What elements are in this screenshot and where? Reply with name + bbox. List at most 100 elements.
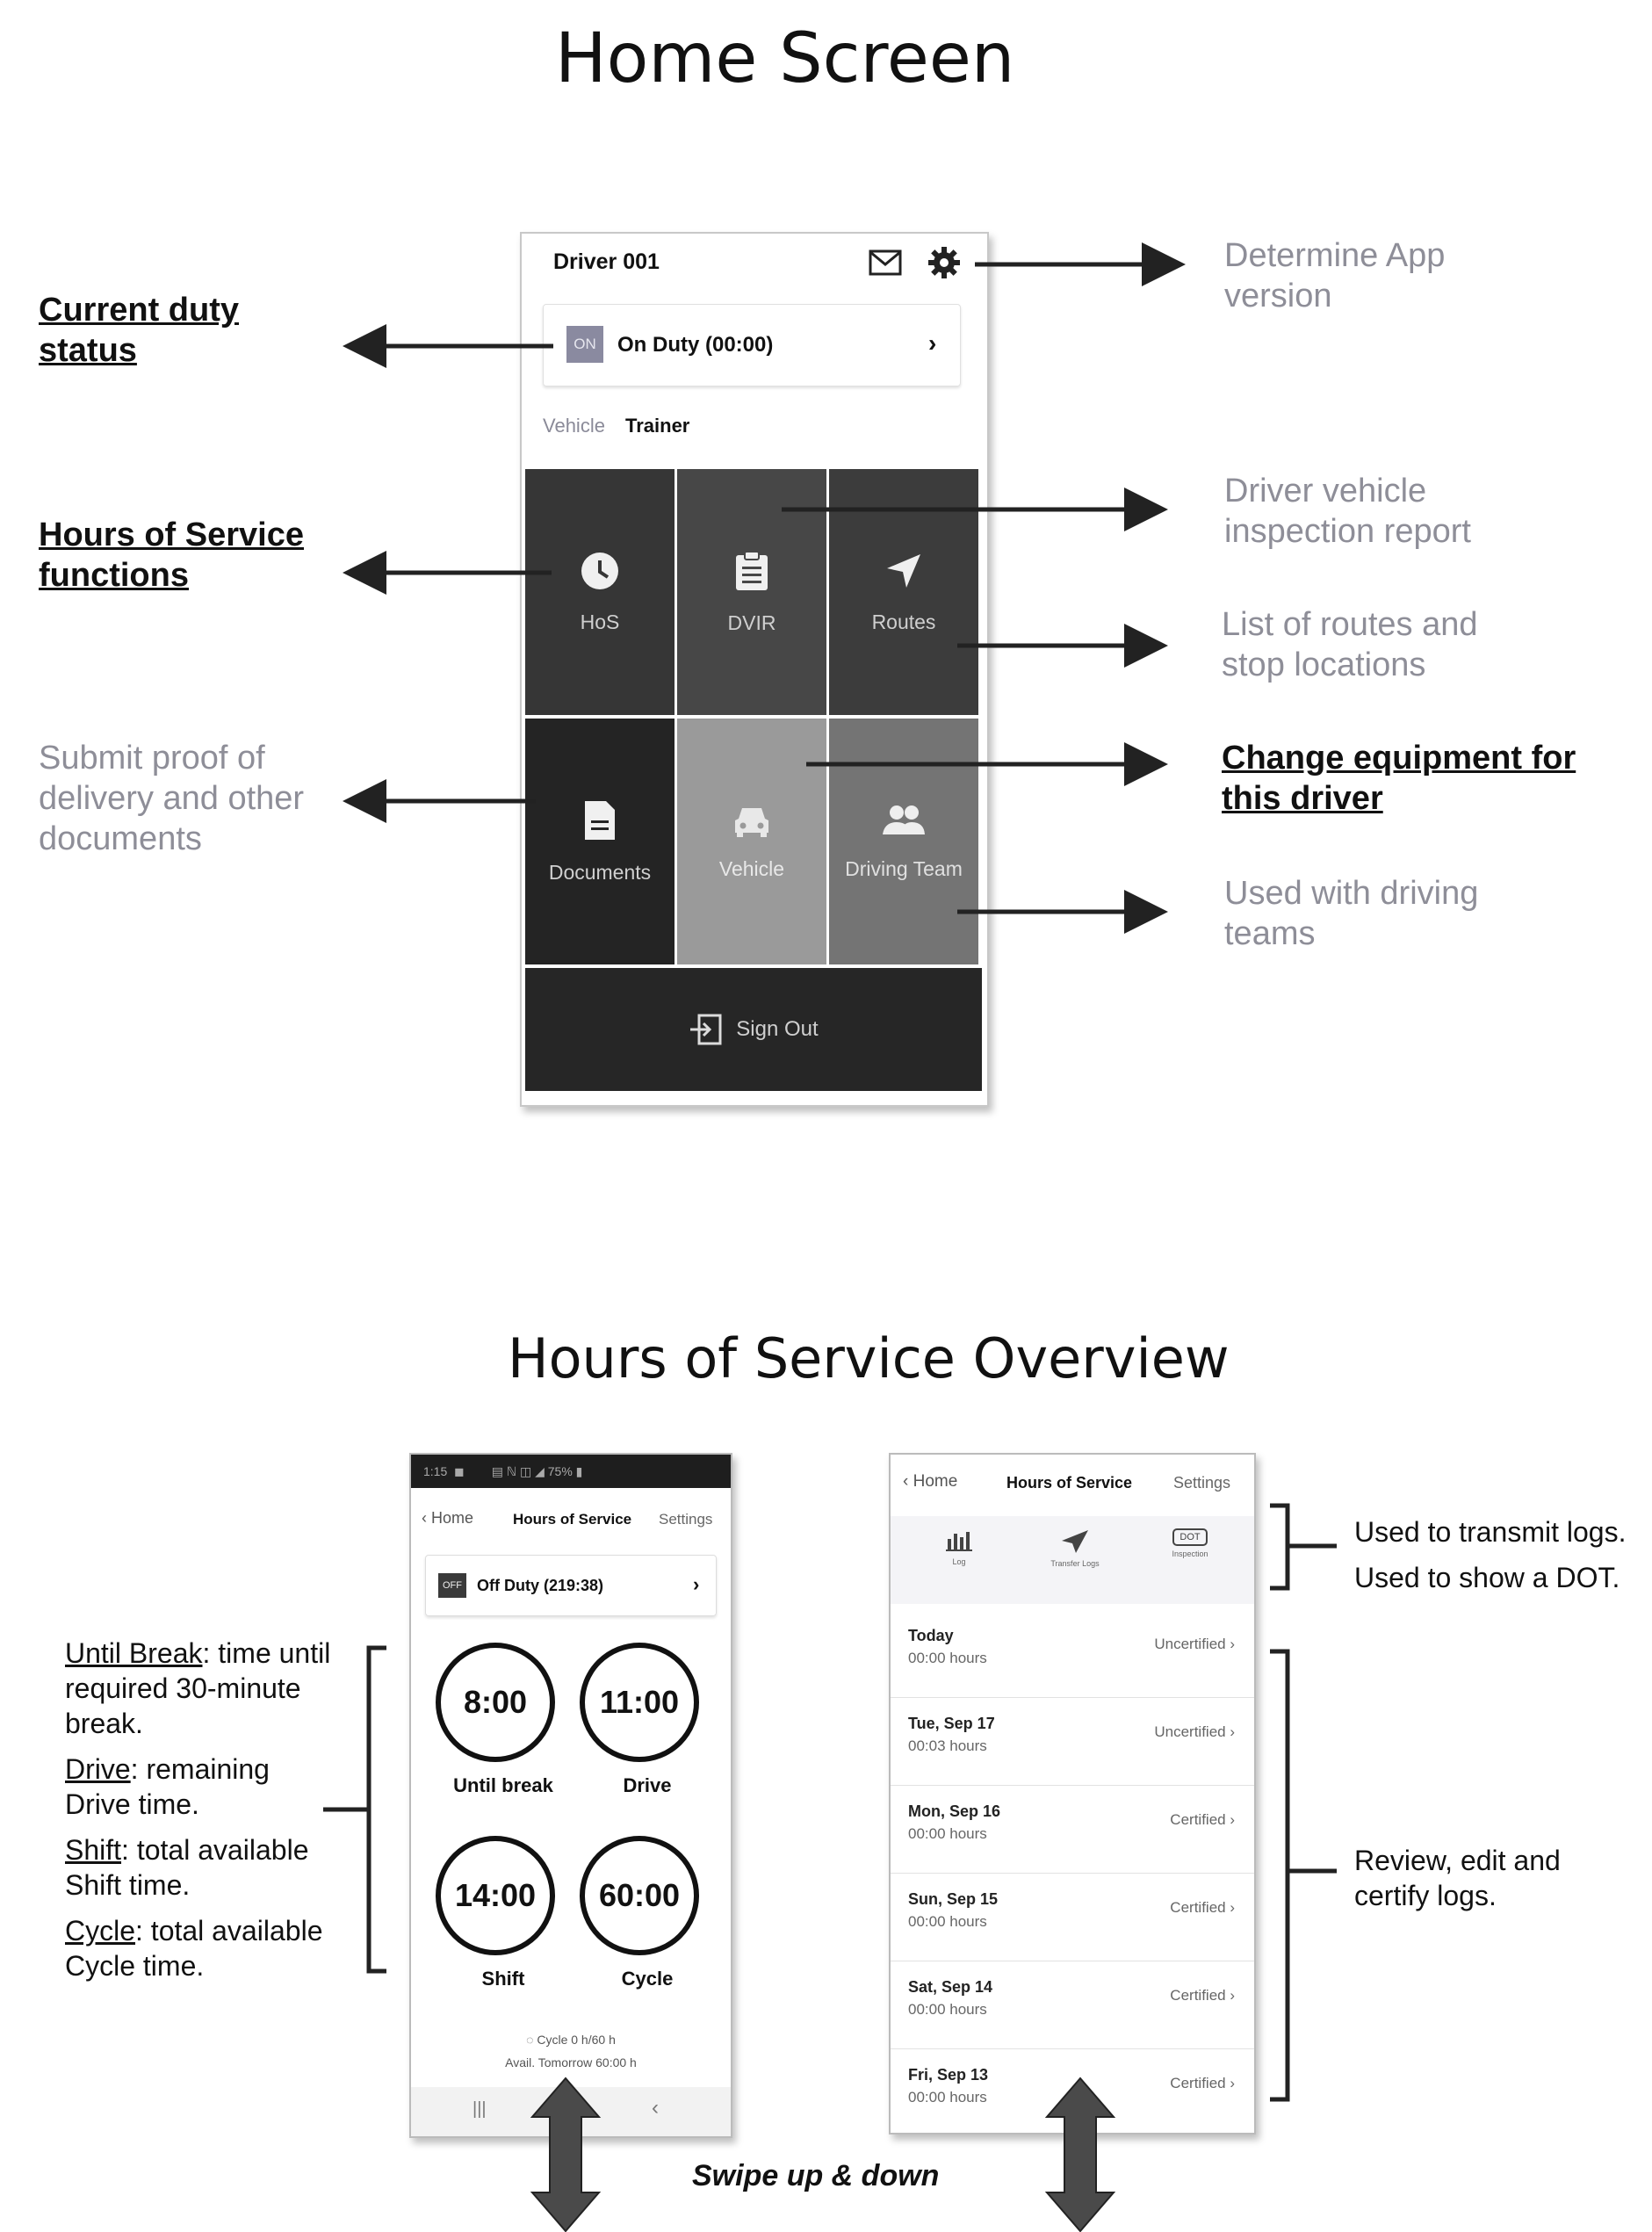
log-status: Certified › [1170, 1811, 1235, 1828]
log-status: Uncertified › [1154, 1723, 1235, 1740]
log-hours: 00:00 hours [908, 1650, 987, 1666]
tile-hos[interactable]: HoS [525, 469, 675, 715]
off-duty-badge: OFF [438, 1573, 466, 1598]
hos-header-title: Hours of Service [1006, 1474, 1133, 1492]
clock-icon [581, 552, 618, 589]
log-hours: 00:00 hours [908, 1825, 987, 1842]
document-icon [585, 800, 615, 840]
chevron-right-icon: › [928, 329, 937, 357]
tile-vehicle-label: Vehicle [718, 856, 785, 880]
log-actions-bar: Log Transfer Logs DOT Inspection [891, 1516, 1254, 1604]
tile-vehicle[interactable]: Vehicle [677, 719, 826, 964]
log-hours: 00:00 hours [908, 2001, 987, 2018]
log-status: Certified › [1170, 1899, 1235, 1916]
timer-drive-label: Drive [623, 1774, 672, 1796]
car-icon [735, 807, 768, 837]
log-row[interactable]: Fri, Sep 13 00:00 hours Certified › [891, 2048, 1254, 2136]
tile-routes-label: Routes [871, 610, 936, 633]
bracket-timers [366, 1645, 386, 1974]
tab-trainer[interactable]: Trainer [625, 415, 690, 437]
bracket-actions [1270, 1503, 1290, 1591]
timer-cycle-label: Cycle [621, 1968, 674, 1990]
chevron-right-icon: › [693, 1573, 700, 1595]
phone-status-bar: 1:15 ◼ ▤ ℕ ◫ ◢ 75% ▮ [411, 1455, 731, 1488]
duty-status-bar[interactable]: ON On Duty (00:00) › [543, 304, 961, 386]
off-duty-text: Off Duty (219:38) [477, 1577, 604, 1594]
note-dot: Used to show a DOT. [1354, 1562, 1620, 1593]
tile-documents[interactable]: Documents [525, 719, 675, 964]
note-until-break: Until Break: time until required 30-minu… [65, 1637, 331, 1739]
avail-tomorrow: Avail. Tomorrow 60:00 h [505, 2055, 637, 2069]
log-date: Sun, Sep 15 [908, 1890, 999, 1908]
hos-phone-logs: ‹ Home Hours of Service Settings Log Tra… [889, 1453, 1256, 2134]
driver-name: Driver 001 [553, 249, 660, 274]
swipe-arrow-right [1044, 2077, 1116, 2232]
cycle-summary: ◌ Cycle 0 h/60 h [526, 2033, 616, 2047]
hos-phone-timers: 1:15 ◼ ▤ ℕ ◫ ◢ 75% ▮ ‹ Home Hours of Ser… [409, 1453, 732, 2138]
settings-link[interactable]: Settings [659, 1511, 713, 1528]
recent-apps-icon[interactable]: ||| [473, 2099, 487, 2119]
sign-out-button[interactable]: Sign Out [525, 968, 982, 1091]
team-icon [883, 805, 925, 834]
settings-link[interactable]: Settings [1173, 1474, 1231, 1492]
bar-chart-icon [946, 1532, 972, 1551]
gear-icon[interactable] [927, 246, 961, 284]
swipe-arrow-left [530, 2077, 602, 2232]
tile-driving-team[interactable]: Driving Team [829, 719, 978, 964]
duty-badge: ON [566, 326, 603, 363]
notes-timers: Until Break: time until required 30-minu… [65, 1636, 346, 1983]
sign-out-icon [690, 1014, 722, 1045]
timer-shift-label: Shift [481, 1968, 525, 1990]
hos-brackets [323, 1503, 1337, 2232]
tile-dvir-label: DVIR [727, 610, 776, 634]
note-transmit: Used to transmit logs. [1354, 1516, 1627, 1548]
bracket-logs [1270, 1649, 1290, 2102]
swipe-caption: Swipe up & down [692, 2159, 940, 2192]
tab-vehicle[interactable]: Vehicle [543, 415, 605, 437]
mail-icon[interactable] [869, 248, 902, 282]
log-row[interactable]: Sat, Sep 14 00:00 hours Certified › [891, 1961, 1254, 2049]
tile-hos-label: HoS [580, 610, 620, 633]
log-hours: 00:00 hours [908, 2089, 987, 2106]
off-duty-status-bar[interactable]: OFF Off Duty (219:38) › [425, 1555, 717, 1616]
log-status: Certified › [1170, 1987, 1235, 2004]
timer-until-break: 8:00 [436, 1643, 555, 1762]
log-hours: 00:03 hours [908, 1737, 987, 1754]
home-screen-title: Home Screen [555, 19, 1015, 98]
dot-label: Inspection [1172, 1549, 1208, 1558]
dot-inspection-button[interactable]: DOT Inspection [1159, 1528, 1221, 1558]
log-date: Sat, Sep 14 [908, 1978, 993, 1996]
log-row[interactable]: Today 00:00 hours Uncertified › [891, 1609, 1254, 1698]
tile-driving-team-label: Driving Team [845, 856, 963, 880]
dot-badge-icon: DOT [1172, 1528, 1208, 1546]
log-date: Mon, Sep 16 [908, 1802, 1001, 1820]
log-row[interactable]: Sun, Sep 15 00:00 hours Certified › [891, 1873, 1254, 1961]
cycle-icon: ◌ [526, 2033, 534, 2047]
log-date: Tue, Sep 17 [908, 1715, 995, 1732]
back-nav-icon[interactable]: ‹ [652, 2096, 659, 2120]
home-arrows [343, 242, 1186, 934]
back-home-link[interactable]: ‹ Home [422, 1509, 474, 1527]
log-hours: 00:00 hours [908, 1913, 987, 1930]
log-row[interactable]: Mon, Sep 16 00:00 hours Certified › [891, 1785, 1254, 1874]
timer-shift: 14:00 [436, 1836, 555, 1955]
timer-until-break-label: Until break [453, 1774, 553, 1796]
hos-header-title: Hours of Service [513, 1511, 632, 1528]
transfer-logs-button[interactable]: Transfer Logs [1031, 1528, 1119, 1568]
clipboard-icon [736, 550, 768, 590]
duty-status-text: On Duty (00:00) [617, 333, 774, 357]
note-drive: Drive: remaining Drive time. [65, 1753, 270, 1820]
transfer-label: Transfer Logs [1050, 1559, 1100, 1568]
log-status: Uncertified › [1154, 1636, 1235, 1652]
back-home-link[interactable]: ‹ Home [903, 1472, 958, 1491]
log-button[interactable]: Log [933, 1528, 985, 1566]
sign-out-label: Sign Out [736, 1017, 819, 1041]
log-status: Certified › [1170, 2075, 1235, 2091]
log-row[interactable]: Tue, Sep 17 00:03 hours Uncertified › [891, 1697, 1254, 1786]
